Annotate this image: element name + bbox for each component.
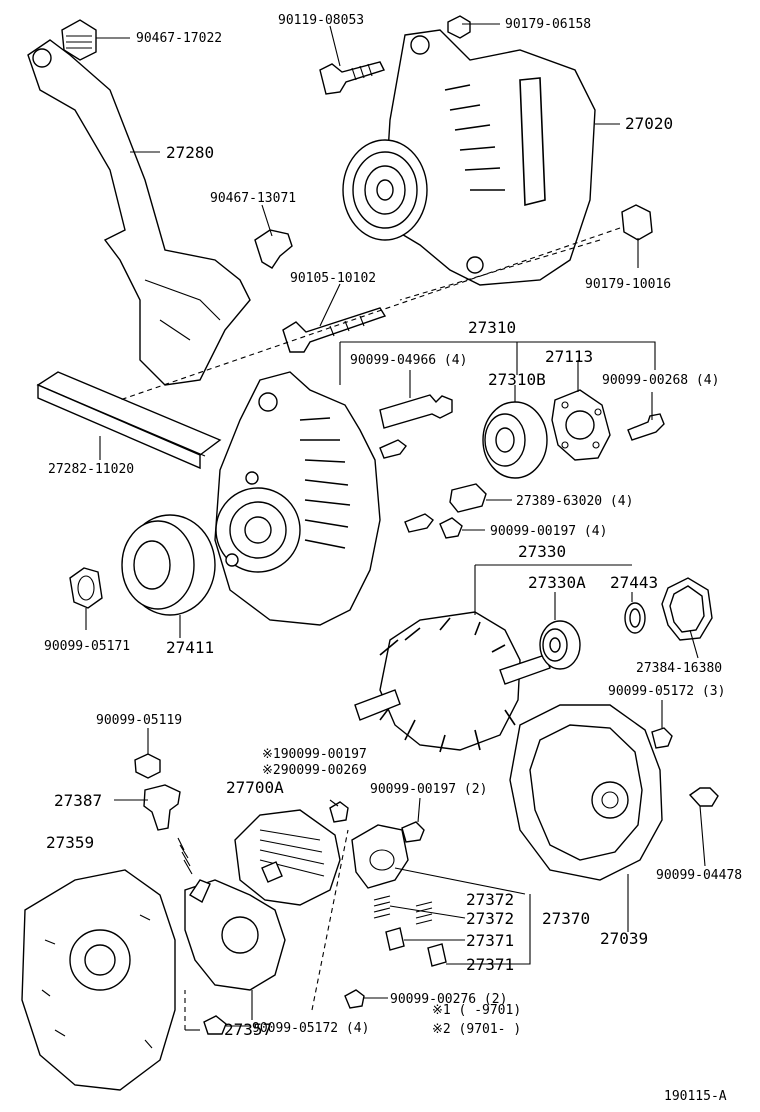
note-2: ※2 (9701- ) bbox=[432, 1022, 521, 1037]
label-90099-05119: 90099-05119 bbox=[96, 713, 182, 728]
label-27371-a: 27371 bbox=[466, 931, 514, 950]
brush-27371-b bbox=[427, 943, 447, 967]
nut-90099-05172-4 bbox=[203, 1015, 227, 1035]
label-27330A: 27330A bbox=[528, 573, 586, 592]
label-27389-63020: 27389-63020 (4) bbox=[516, 494, 633, 509]
adjusting-bar-27280 bbox=[27, 39, 251, 386]
bearing-27330A bbox=[539, 620, 581, 670]
alternator-assembly-27020 bbox=[342, 29, 596, 286]
drive-end-frame-27310 bbox=[214, 371, 381, 626]
label-90099-05172-3: 90099-05172 (3) bbox=[608, 684, 725, 699]
screw-90099-00197-2 bbox=[401, 821, 425, 843]
nut-90179-06158 bbox=[447, 15, 471, 39]
spring-27372-b bbox=[415, 901, 433, 925]
note-1: ※1 ( -9701) bbox=[432, 1003, 521, 1018]
alignment-line-1 bbox=[119, 227, 621, 401]
screw-regulator bbox=[329, 801, 349, 823]
nut-90179-10016 bbox=[621, 204, 653, 241]
pulley-27411 bbox=[121, 514, 216, 616]
label-27020: 27020 bbox=[625, 114, 673, 133]
retainer-plate-27113 bbox=[551, 389, 611, 461]
label-27443: 27443 bbox=[610, 573, 658, 592]
label-90099-04966: 90099-04966 (4) bbox=[350, 353, 467, 368]
label-90099-00197-4: 90099-00197 (4) bbox=[490, 524, 607, 539]
label-90099-04478: 90099-04478 bbox=[656, 868, 742, 883]
stud-upper bbox=[379, 439, 407, 459]
label-27282-11020: 27282-11020 bbox=[48, 462, 134, 477]
label-90467-13071: 90467-13071 bbox=[210, 191, 296, 206]
seal-27384-16380 bbox=[661, 577, 713, 641]
screw-90099-00197-4 bbox=[439, 517, 463, 539]
nut-90099-05171 bbox=[69, 567, 103, 609]
rotor-27330 bbox=[354, 611, 551, 753]
spring-27372-a bbox=[373, 895, 391, 919]
terminal-insulator-27387 bbox=[143, 784, 181, 831]
label-27387: 27387 bbox=[54, 791, 102, 810]
label-27039: 27039 bbox=[600, 929, 648, 948]
screw-90099-04478 bbox=[688, 787, 719, 807]
regulator-27700A bbox=[234, 809, 341, 906]
screw-90099-00276 bbox=[344, 989, 365, 1009]
label-27113: 27113 bbox=[545, 347, 593, 366]
nut-90099-05172-3 bbox=[651, 727, 673, 749]
bearing-27310B bbox=[482, 401, 548, 479]
stud-bolt-90099-04966 bbox=[379, 394, 453, 429]
label-27371-b: 27371 bbox=[466, 955, 514, 974]
label-27372-a: 27372 bbox=[466, 890, 514, 909]
label-27310: 27310 bbox=[468, 318, 516, 337]
spacer-27389-63020 bbox=[449, 483, 487, 513]
washer-27443 bbox=[624, 602, 646, 634]
label-27411: 27411 bbox=[166, 638, 214, 657]
label-90179-06158: 90179-06158 bbox=[505, 17, 591, 32]
part-labels: 90467-17022 90119-08053 90179-06158 2702… bbox=[44, 13, 742, 1104]
label-27359: 27359 bbox=[46, 833, 94, 852]
label-27280: 27280 bbox=[166, 143, 214, 162]
rectifier-holder-27357 bbox=[184, 879, 286, 991]
label-90105-10102: 90105-10102 bbox=[290, 271, 376, 286]
label-90467-17022: 90467-17022 bbox=[136, 31, 222, 46]
label-2-90099-00269: ※290099-00269 bbox=[262, 763, 367, 778]
label-90119-08053: 90119-08053 bbox=[278, 13, 364, 28]
label-27310B: 27310B bbox=[488, 370, 546, 389]
label-27700A: 27700A bbox=[226, 778, 284, 797]
label-1-90099-00197: ※190099-00197 bbox=[262, 747, 367, 762]
connector-wire bbox=[177, 837, 193, 875]
label-27372-b: 27372 bbox=[466, 909, 514, 928]
alignment-line-2 bbox=[399, 239, 601, 301]
label-27357: 27357 bbox=[224, 1020, 272, 1039]
label-90099-00276: 90099-00276 (2) bbox=[390, 992, 507, 1007]
label-27370: 27370 bbox=[542, 909, 590, 928]
label-90099-05171: 90099-05171 bbox=[44, 639, 130, 654]
label-27330: 27330 bbox=[518, 542, 566, 561]
label-90099-00197-2: 90099-00197 (2) bbox=[370, 782, 487, 797]
label-90099-00268: 90099-00268 (4) bbox=[602, 373, 719, 388]
figure-id: 190115-A bbox=[664, 1089, 727, 1104]
stud-lower bbox=[404, 513, 434, 533]
label-90099-05172-4: 90099-05172 (4) bbox=[252, 1021, 369, 1036]
screw-90099-00268 bbox=[627, 413, 665, 441]
brush-holder-27370 bbox=[351, 824, 409, 889]
leader-lines bbox=[85, 23, 706, 1031]
clip-90467-13071 bbox=[254, 229, 293, 269]
brush-27371-a bbox=[385, 927, 405, 951]
alignment-line-3 bbox=[311, 829, 349, 1011]
bolt-90099-05119 bbox=[134, 753, 161, 779]
label-90179-10016: 90179-10016 bbox=[585, 277, 671, 292]
bolt-90119-08053 bbox=[319, 61, 385, 95]
rear-end-frame-27039 bbox=[509, 704, 663, 881]
bolt-90467-17022 bbox=[61, 19, 97, 61]
v-belt-27282-11020 bbox=[36, 371, 222, 470]
rear-cover-27359 bbox=[21, 869, 176, 1091]
label-27384-16380: 27384-16380 bbox=[636, 661, 722, 676]
